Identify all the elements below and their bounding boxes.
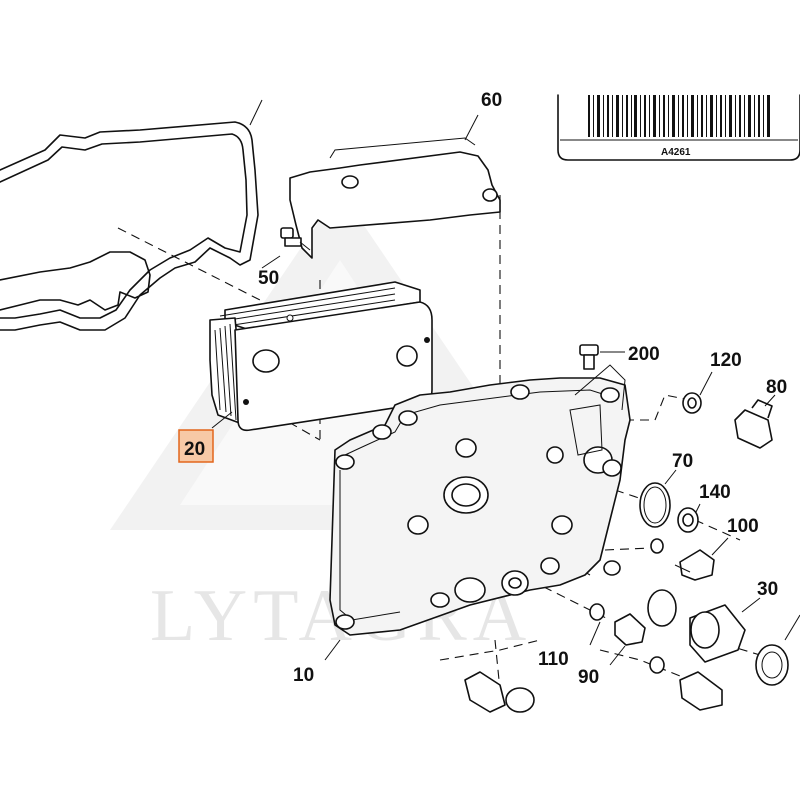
callout-110: 110 <box>538 649 569 670</box>
oil-cooler-core-part <box>209 281 433 432</box>
lower-fittings <box>464 656 723 713</box>
fitting-80-part <box>734 394 776 449</box>
callout-60: 60 <box>481 90 502 111</box>
plug-30-part <box>647 589 800 686</box>
callout-labels: 60 50 20 200 120 80 70 140 100 30 110 90… <box>178 90 787 688</box>
heat-shield-part <box>289 114 501 259</box>
barcode-bars <box>588 95 770 137</box>
washer-120-part <box>682 371 713 414</box>
callout-20[interactable]: 20 <box>184 439 205 460</box>
callout-50: 50 <box>258 268 279 289</box>
plug-200-part <box>579 344 625 370</box>
callout-90: 90 <box>578 667 599 688</box>
callout-100: 100 <box>727 516 759 537</box>
barcode-label: A4261 <box>557 94 800 161</box>
callout-80: 80 <box>766 377 787 398</box>
sensor-100-part <box>650 537 729 581</box>
callout-200: 200 <box>628 344 660 365</box>
bolt-50-part <box>261 227 311 269</box>
callout-10: 10 <box>293 665 314 686</box>
fitting-90-part <box>589 603 646 666</box>
callout-120: 120 <box>710 350 742 371</box>
o-ring-70-part <box>639 469 677 528</box>
callout-30: 30 <box>757 579 778 600</box>
gasket-outline <box>0 99 263 331</box>
barcode-code: A4261 <box>661 147 691 158</box>
callout-20-highlight <box>178 429 214 463</box>
callout-70: 70 <box>672 451 693 472</box>
callout-140: 140 <box>699 482 731 503</box>
oil-filter-housing-part <box>329 364 631 636</box>
plug-140-part <box>677 503 701 533</box>
